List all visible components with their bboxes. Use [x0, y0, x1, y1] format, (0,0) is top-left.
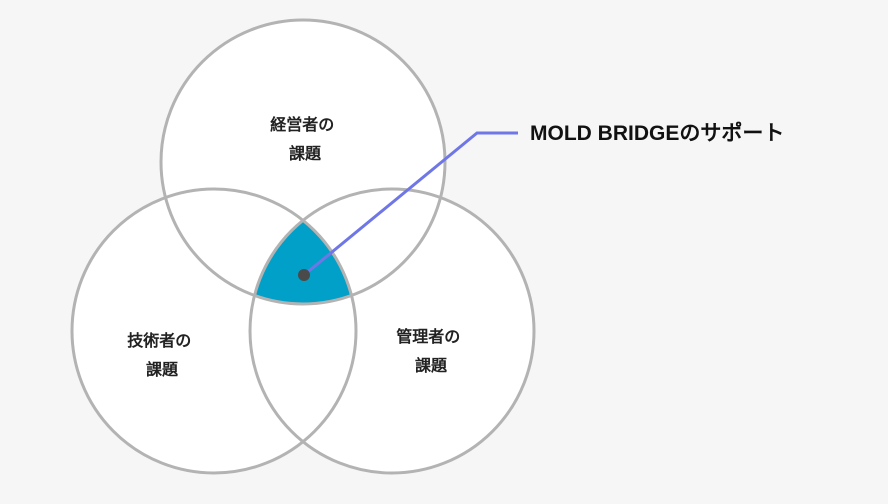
label-left: 技術者の 課題 [127, 331, 197, 379]
label-left-line-2: 課題 [146, 360, 179, 379]
label-right-line-2: 課題 [415, 356, 448, 375]
label-top-line-1: 経営者の [270, 115, 334, 134]
intersection-dot [298, 269, 310, 281]
label-top: 経営者の 課題 [270, 115, 340, 163]
label-right-line-1: 管理者の [396, 327, 460, 346]
label-top-line-2: 課題 [289, 144, 322, 163]
callout-leader-line [303, 131, 518, 277]
circle-top [159, 18, 447, 306]
label-left-line-1: 技術者の [127, 331, 191, 350]
circle-outlines [70, 18, 536, 475]
circle-right [248, 187, 536, 475]
callout-label: MOLD BRIDGEのサポート [530, 121, 784, 145]
label-right: 管理者の 課題 [396, 327, 466, 375]
circle-left [70, 187, 358, 475]
